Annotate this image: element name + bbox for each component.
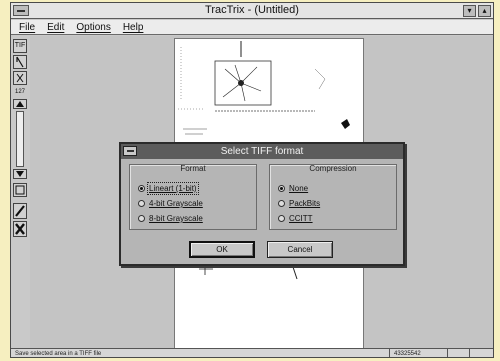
dialog-title[interactable]: Select TIFF format (121, 144, 403, 159)
compression-group-label: Compression (309, 164, 357, 173)
format-group-label: Format (180, 164, 206, 173)
app-window: TracTrix - (Untitled) ▾ ▴ File Edit Opti… (10, 2, 494, 358)
compression-option-label: None (289, 184, 309, 193)
tiff-tool-button[interactable]: TIF (13, 39, 27, 53)
menu-help[interactable]: Help (122, 22, 144, 33)
status-divider (447, 349, 448, 357)
eraser-tool-icon[interactable] (13, 221, 27, 237)
tool-palette: TIF 127 (13, 37, 27, 337)
status-divider (469, 349, 470, 357)
status-bar: Save selected area in a TIFF file 433255… (11, 348, 493, 357)
menu-edit[interactable]: Edit (47, 22, 65, 33)
zoom-level: 127 (14, 89, 25, 95)
compression-option-label: PackBits (289, 199, 321, 208)
system-menu-icon[interactable] (13, 5, 29, 16)
status-value: 43325542 (389, 349, 443, 357)
radio-button-icon[interactable] (138, 200, 145, 207)
menu-bar: File Edit Options Help (11, 20, 493, 35)
scanned-image-drawing (178, 41, 350, 280)
ok-button[interactable]: OK (189, 241, 255, 258)
menu-options[interactable]: Options (76, 22, 111, 33)
maximize-icon[interactable]: ▴ (478, 5, 491, 17)
format-option-label: 8-bit Grayscale (149, 214, 203, 223)
title-bar[interactable]: TracTrix - (Untitled) ▾ ▴ (11, 3, 493, 19)
format-option-4bit[interactable]: 4-bit Grayscale (138, 198, 203, 209)
zoom-slider[interactable] (16, 111, 24, 167)
minimize-icon[interactable]: ▾ (463, 5, 476, 17)
radio-button-icon[interactable] (278, 200, 285, 207)
status-message: Save selected area in a TIFF file (15, 351, 102, 357)
text-tool-icon[interactable] (13, 71, 27, 85)
format-option-lineart[interactable]: Lineart (1-bit) (138, 182, 199, 195)
select-tiff-format-dialog: Select TIFF format Format Lineart (1-bit… (119, 142, 405, 266)
format-option-8bit[interactable]: 8-bit Grayscale (138, 213, 203, 224)
radio-button-icon[interactable] (138, 185, 145, 192)
radio-button-icon[interactable] (138, 215, 145, 222)
zoom-out-icon[interactable] (13, 169, 27, 179)
compression-option-packbits[interactable]: PackBits (278, 198, 320, 209)
cancel-button[interactable]: Cancel (267, 241, 333, 258)
format-option-label: 4-bit Grayscale (149, 199, 203, 208)
rectangle-tool-icon[interactable] (13, 183, 27, 197)
radio-button-icon[interactable] (278, 215, 285, 222)
window-title: TracTrix - (Untitled) (205, 4, 299, 16)
compression-option-label: CCITT (289, 214, 313, 223)
compression-group: Compression None PackBits CCITT (269, 164, 397, 230)
radio-button-icon[interactable] (278, 185, 285, 192)
zoom-in-icon[interactable] (13, 99, 27, 109)
pencil-tool-icon[interactable] (13, 203, 27, 219)
format-option-label: Lineart (1-bit) (147, 182, 199, 195)
compression-option-ccitt[interactable]: CCITT (278, 213, 313, 224)
compression-option-none[interactable]: None (278, 183, 308, 194)
format-group: Format Lineart (1-bit) 4-bit Grayscale 8… (129, 164, 257, 230)
dialog-system-menu-icon[interactable] (123, 146, 137, 156)
menu-file[interactable]: File (19, 22, 36, 33)
select-tool-icon[interactable] (13, 55, 27, 69)
